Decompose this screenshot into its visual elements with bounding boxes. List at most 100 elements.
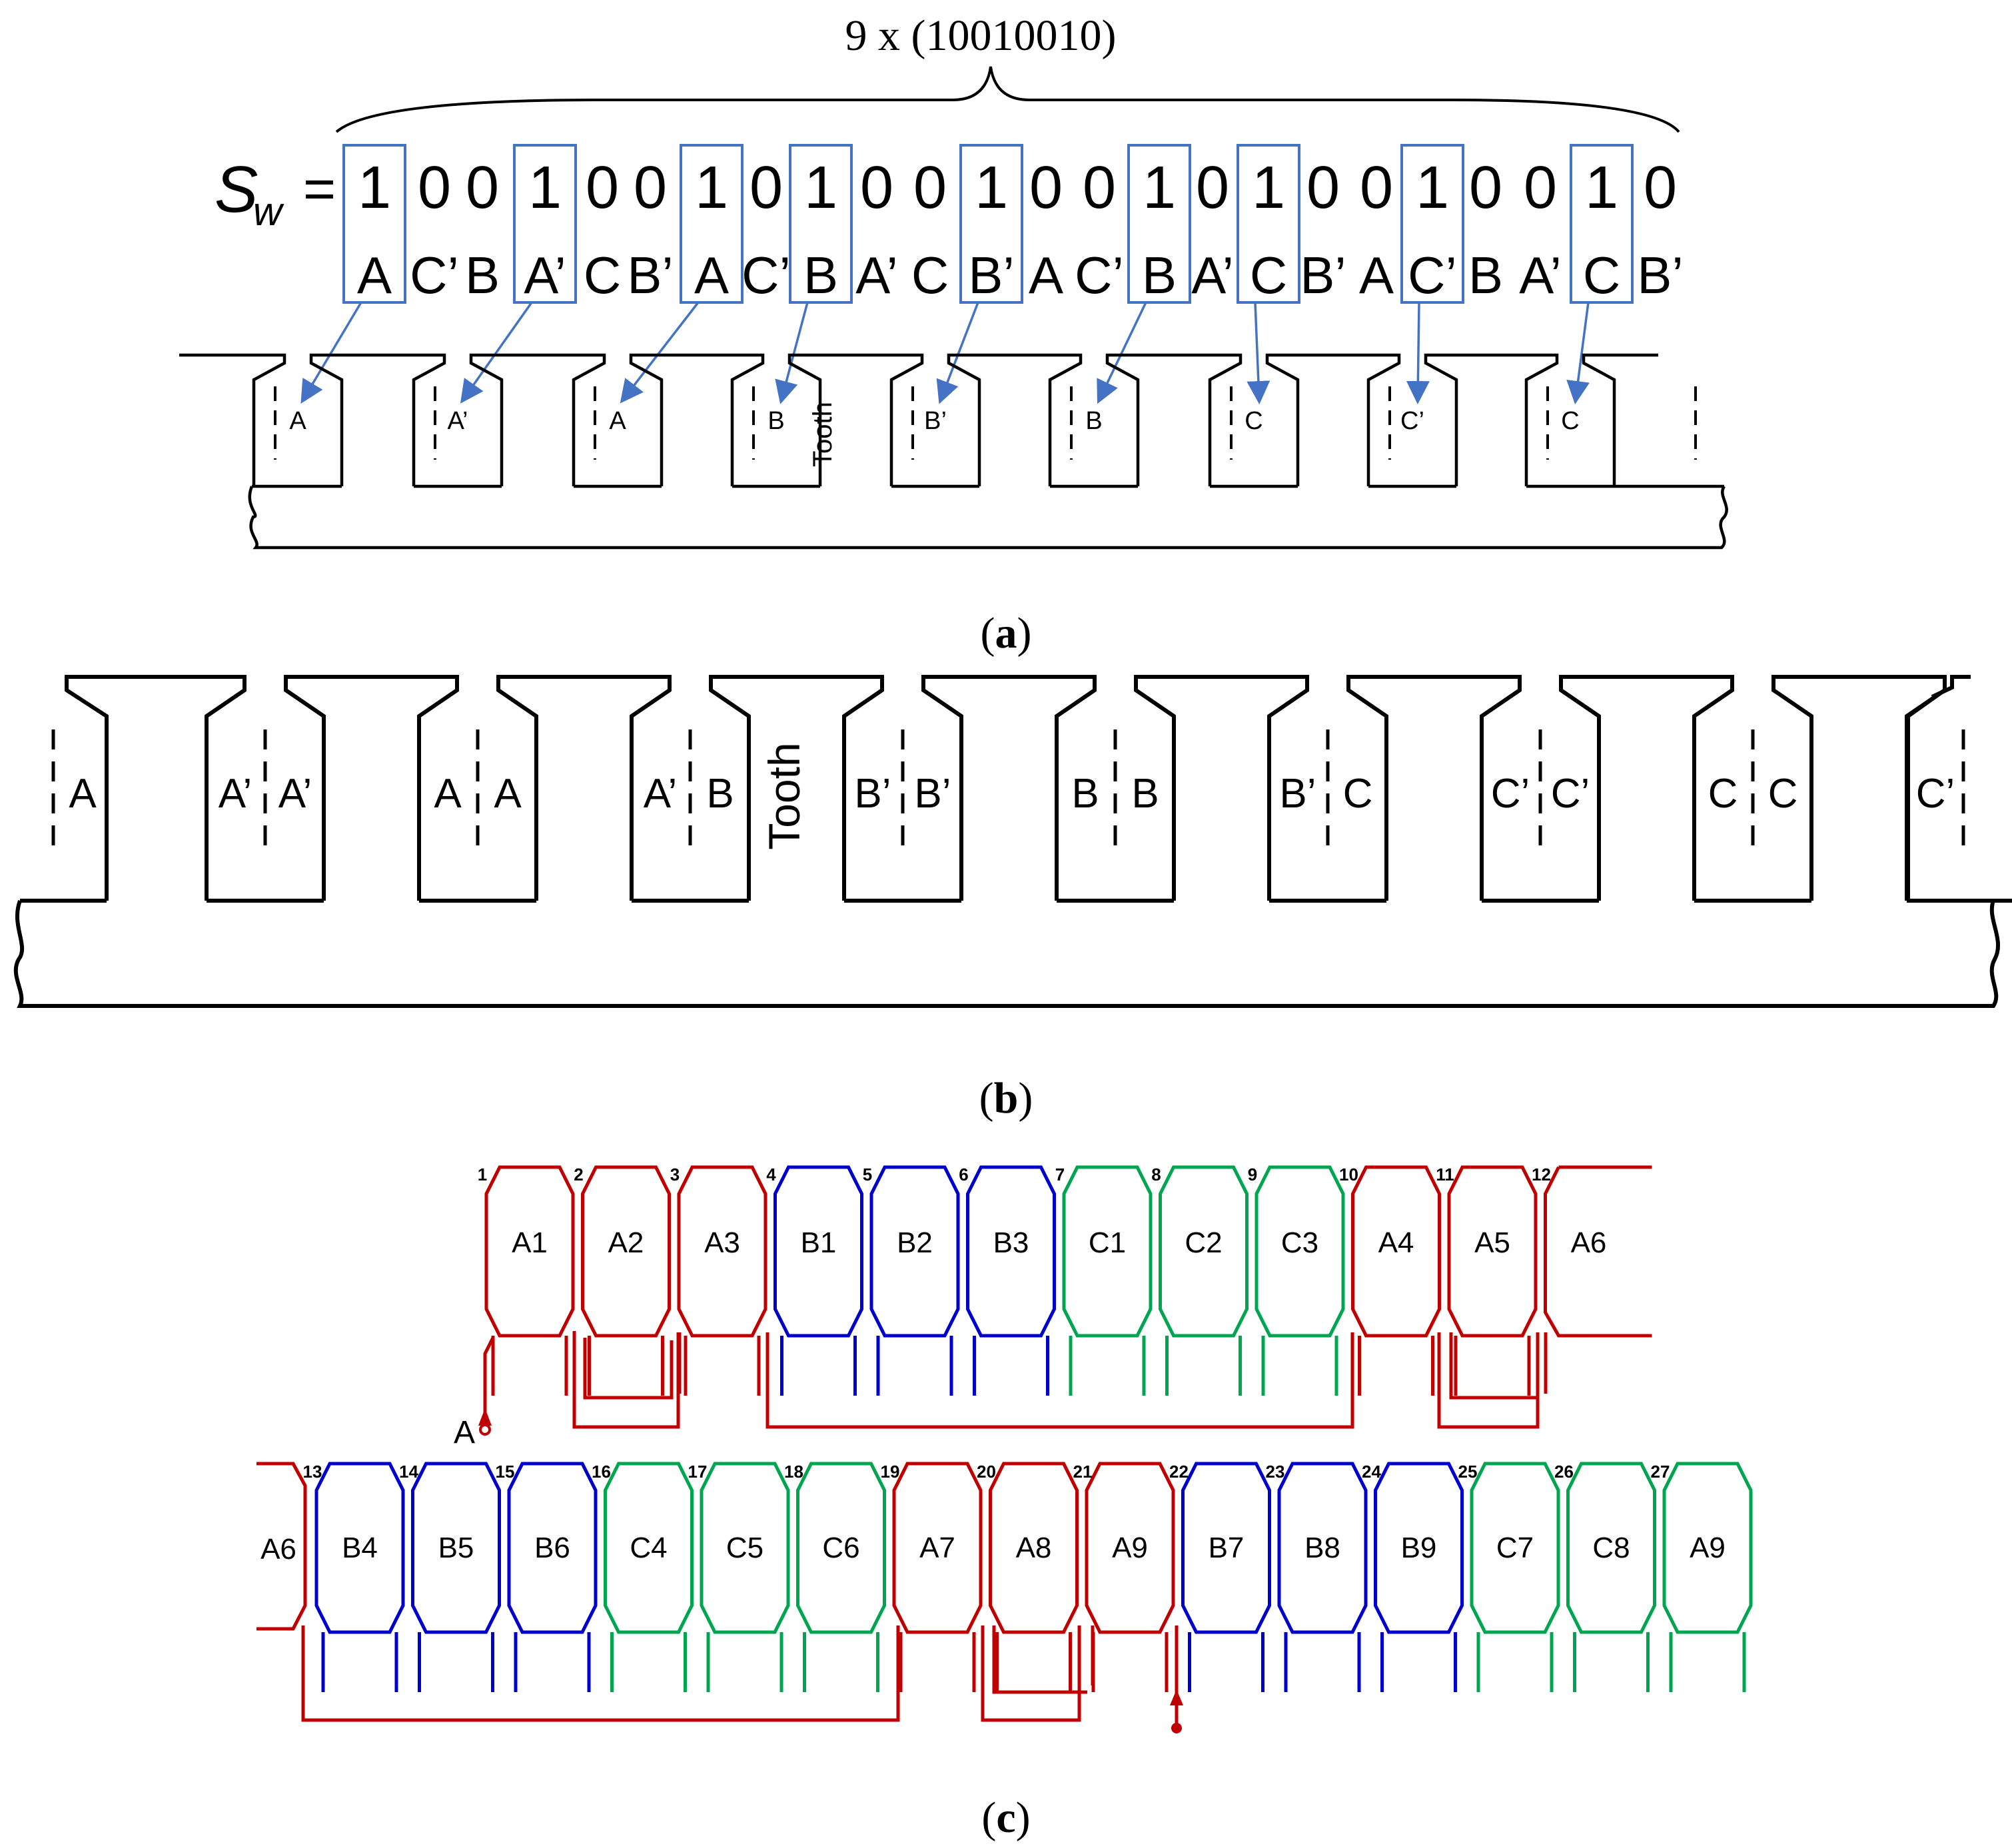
- bit-18: 0: [1360, 155, 1393, 221]
- bottom-slot-num-9: 22: [1169, 1462, 1189, 1482]
- slot-a-label-7: C’: [1400, 407, 1424, 435]
- brace-label: 9 x (10010010): [845, 11, 1117, 60]
- bottom-coil-12: [1470, 1462, 1560, 1634]
- bottom-coil-9: [1181, 1462, 1271, 1634]
- bottom-coil-7: [989, 1462, 1079, 1634]
- stator-a-tooth-4: [787, 353, 924, 486]
- top-coil-8: [1255, 1165, 1345, 1338]
- bottom-coil-label-13: C8: [1592, 1532, 1630, 1564]
- stator-a-tooth-9: [1582, 353, 1658, 486]
- stator-a-tooth-5: [947, 353, 1083, 486]
- slot-a-label-2: A: [609, 407, 626, 435]
- phase-label-8: B: [803, 246, 838, 304]
- top-slot-num-6: 7: [1055, 1164, 1065, 1184]
- top-coil-4: [869, 1165, 960, 1338]
- slot-b-right-2: A: [494, 771, 522, 817]
- bottom-coil-label-1: B5: [438, 1532, 474, 1564]
- caption-c-letter: c: [996, 1793, 1015, 1842]
- phase-label-16: C: [1250, 246, 1287, 304]
- bit-20: 0: [1469, 155, 1502, 221]
- tooth-label-a: Tooth: [808, 402, 837, 467]
- top-coil-label-8: C3: [1281, 1226, 1318, 1259]
- bit-6: 1: [695, 155, 728, 221]
- top-slot-num-8: 9: [1248, 1164, 1257, 1184]
- caption-a: (a): [981, 609, 1032, 658]
- top-slot-num-0: 1: [478, 1164, 487, 1184]
- stator-b: [13, 675, 2012, 1008]
- top-coil-label-5: B3: [993, 1226, 1029, 1259]
- stator-a-yoke: [248, 485, 1728, 550]
- bottom-slot-num-0: 13: [303, 1462, 322, 1482]
- top-slot-num-3: 4: [766, 1164, 776, 1184]
- stator-b-tooth-1: [284, 675, 459, 901]
- stator-a-tooth-3: [629, 353, 765, 486]
- bottom-coil-6: [892, 1462, 983, 1634]
- bottom-slot-num-4: 17: [688, 1462, 708, 1482]
- bottom-slot-num-1: 14: [399, 1462, 418, 1482]
- slot-a-label-3: B: [767, 407, 784, 435]
- top-coil-7: [1159, 1165, 1249, 1338]
- phase-label-21: A’: [1519, 246, 1562, 304]
- bit-17: 0: [1306, 155, 1340, 221]
- slot-arrow-8: [1566, 302, 1590, 404]
- phase-label-13: C’: [1075, 246, 1124, 304]
- bit-12: 0: [1029, 155, 1063, 221]
- bit-19: 1: [1416, 155, 1449, 221]
- phase-label-22: C: [1583, 246, 1620, 304]
- top-coil-label-6: C1: [1089, 1226, 1126, 1259]
- slot-b-left-6: B’: [1279, 771, 1316, 817]
- top-coil-10: [1447, 1165, 1538, 1338]
- bit-13: 0: [1083, 155, 1116, 221]
- bottom-coil-8: [1085, 1462, 1175, 1634]
- top-slot-num-4: 5: [863, 1164, 872, 1184]
- phase-label-2: B: [465, 246, 500, 304]
- coil-connections: [301, 1331, 1548, 1733]
- top-coil-11: [1544, 1165, 1652, 1338]
- phase-label-11: B’: [968, 246, 1014, 304]
- slot-b-left-4: B’: [854, 771, 891, 817]
- phase-label-19: C’: [1408, 246, 1457, 304]
- phase-label-23: B’: [1637, 246, 1683, 304]
- sw-equation: S w =: [215, 153, 336, 234]
- bottom-coil-label-10: B8: [1304, 1532, 1340, 1564]
- bottom-left-coil-label: A6: [260, 1533, 296, 1566]
- highlight-box-5: [1127, 144, 1191, 304]
- phase-label-3: A’: [524, 246, 566, 304]
- top-slot-num-5: 6: [959, 1164, 968, 1184]
- slot-b-left-1: A’: [219, 771, 252, 817]
- terminal-a-label: A: [454, 1415, 475, 1450]
- bit-0: 1: [358, 155, 391, 221]
- bit-3: 1: [528, 155, 562, 221]
- top-coil-label-2: A3: [704, 1226, 740, 1259]
- bottom-coil-label-12: C7: [1496, 1532, 1534, 1564]
- bit-9: 0: [860, 155, 893, 221]
- caption-a-letter: a: [995, 609, 1017, 658]
- phase-label-4: C: [584, 246, 621, 304]
- top-slot-num-1: 2: [574, 1164, 583, 1184]
- stator-a-tooth-1: [309, 353, 446, 486]
- slot-a-label-0: A: [289, 407, 306, 435]
- slot-b-right-8: C: [1768, 771, 1798, 817]
- slot-b-right-4: B’: [914, 771, 951, 817]
- panel-c: A11A22A33B14B25B36C17C28C39A410A511A612A…: [256, 1164, 1753, 1842]
- bit-11: 1: [975, 155, 1008, 221]
- bit-5: 0: [634, 155, 667, 221]
- bottom-slot-num-2: 15: [496, 1462, 515, 1482]
- stator-a-tooth-6: [1105, 353, 1243, 486]
- phase-label-6: A: [694, 246, 729, 304]
- bottom-slot-num-11: 24: [1362, 1462, 1381, 1482]
- top-coil-0: [484, 1165, 575, 1338]
- bottom-coil-label-6: A7: [919, 1532, 955, 1564]
- bit-2: 0: [466, 155, 499, 221]
- slot-b-right-3: B: [706, 771, 734, 817]
- phase-label-5: B’: [627, 246, 673, 304]
- bottom-coil-label-3: C4: [630, 1532, 667, 1564]
- slot-b-right-1: A’: [278, 771, 312, 817]
- bottom-coil-10: [1277, 1462, 1368, 1634]
- stator-a-tooth-2: [469, 353, 606, 486]
- bit-4: 0: [586, 155, 619, 221]
- top-slot-num-11: 12: [1532, 1164, 1551, 1184]
- slot-arrow-6: [1247, 302, 1270, 404]
